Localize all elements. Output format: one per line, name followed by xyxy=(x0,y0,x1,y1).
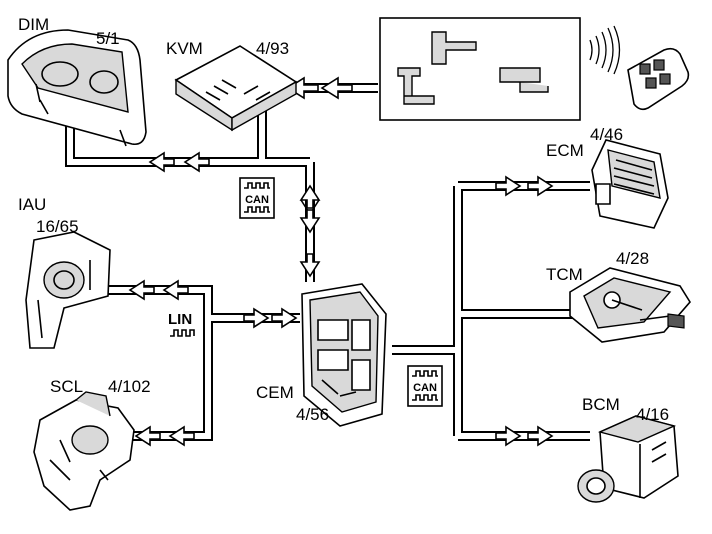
tcm-name: TCM xyxy=(546,265,583,284)
module-labels: DIM 5/1 KVM 4/93 IAU 16/65 SCL 4/102 CEM… xyxy=(18,15,669,424)
signal-arrows xyxy=(128,76,554,447)
kvm-module-icon xyxy=(174,45,298,132)
remote-key-icon xyxy=(627,47,690,111)
can-badge-top: CAN xyxy=(239,177,275,219)
lin-badge: LIN xyxy=(168,311,195,337)
key-receiver-box xyxy=(379,17,690,121)
iau-name: IAU xyxy=(18,195,46,214)
cem-ref: 4/56 xyxy=(296,405,329,424)
iau-module-icon xyxy=(25,231,111,349)
ecm-ref: 4/46 xyxy=(590,125,623,144)
scl-ref: 4/102 xyxy=(108,377,151,396)
bcm-ref: 4/16 xyxy=(636,405,669,424)
antenna-icon xyxy=(397,31,549,105)
cem-module-icon xyxy=(301,283,387,427)
tcm-module-icon xyxy=(569,267,691,343)
bcm-module-icon xyxy=(577,415,679,503)
bcm-name: BCM xyxy=(582,395,620,414)
scl-module-icon xyxy=(33,391,135,511)
can-top-label: CAN xyxy=(245,194,269,206)
iau-ref: 16/65 xyxy=(36,217,79,236)
dim-module-icon xyxy=(7,29,147,147)
signal-waves-icon xyxy=(589,25,621,75)
cem-name: CEM xyxy=(256,383,294,402)
kvm-name: KVM xyxy=(166,39,203,58)
ecm-name: ECM xyxy=(546,141,584,160)
can-right-label: CAN xyxy=(413,382,437,394)
dim-ref: 5/1 xyxy=(96,29,120,48)
ecm-module-icon xyxy=(591,139,669,229)
can-badge-right: CAN xyxy=(407,365,443,407)
dim-name: DIM xyxy=(18,15,49,34)
lin-label: LIN xyxy=(168,311,192,328)
tcm-ref: 4/28 xyxy=(616,249,649,268)
kvm-ref: 4/93 xyxy=(256,39,289,58)
scl-name: SCL xyxy=(50,377,83,396)
